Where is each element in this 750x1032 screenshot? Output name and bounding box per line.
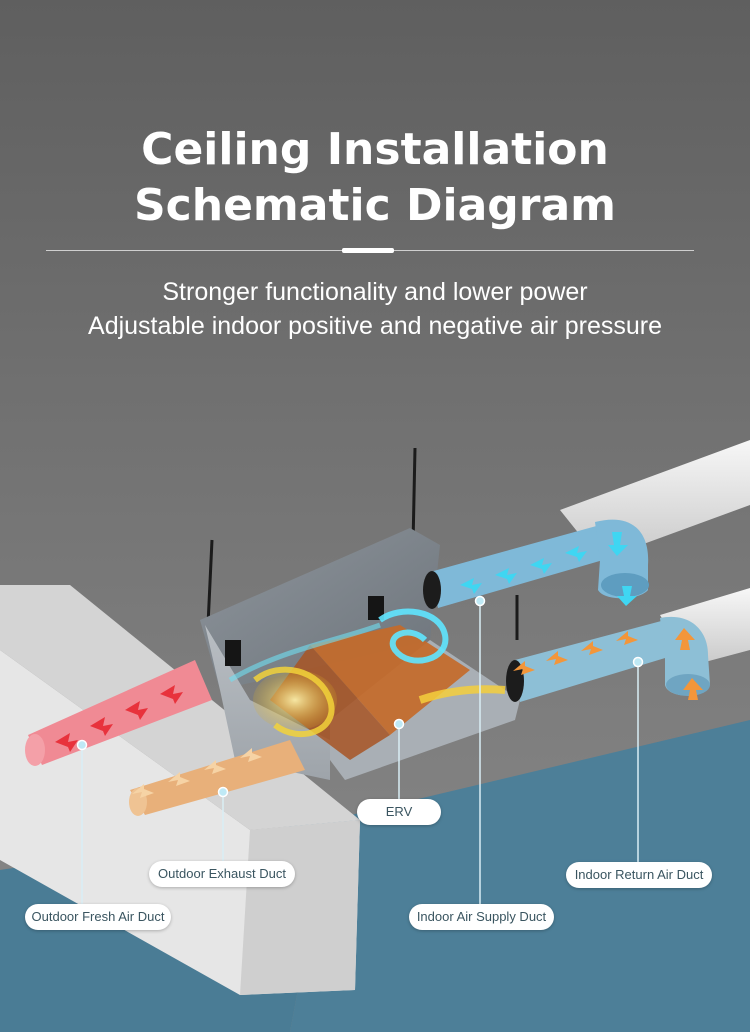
hanger-rod-1 [206,539,214,626]
return-duct-connector [506,660,524,702]
label-indoor-air-supply-duct: Indoor Air Supply Duct [409,904,554,930]
beam-edge [240,820,360,995]
fresh-air-duct [28,660,212,765]
page-title-line-1: Ceiling Installation [141,124,609,175]
erv-bracket-2 [368,596,384,620]
fresh-air-duct-end [25,734,45,766]
return-arrows [513,628,703,700]
label-outdoor-fresh-air-duct: Outdoor Fresh Air Duct [25,904,171,930]
supply-duct-outlet [601,573,649,597]
erv-front [205,625,330,780]
label-outdoor-exhaust-duct: Outdoor Exhaust Duct [149,861,295,887]
subtitle-line-1: Stronger functionality and lower power [162,278,588,306]
title-divider-mark [342,248,394,253]
fresh-air-arrows [55,685,183,752]
heat-exchanger-core [310,625,470,735]
hanger-rod-2 [411,447,417,546]
cyan-airflow [378,608,449,664]
supply-duct-connector [423,571,441,609]
yellow-airflow [253,670,337,730]
wall [290,720,750,1032]
subtitle-line-2: Adjustable indoor positive and negative … [88,312,662,340]
label-indoor-return-air-duct: Indoor Return Air Duct [566,862,712,888]
supply-arrows [460,532,637,606]
yellow-airflow-exit [418,685,506,704]
erv-right-side [330,640,520,780]
exhaust-duct [130,740,305,815]
callout-lines [81,601,639,904]
erv-bracket-1 [225,640,241,666]
cyan-airflow-stream [228,622,381,683]
exhaust-arrows [132,748,262,798]
yellow-airflow-stream [253,666,335,737]
page-title-line-2: Schematic Diagram [133,180,617,231]
callout-dots [76,595,644,798]
label-erv: ERV [357,799,441,825]
